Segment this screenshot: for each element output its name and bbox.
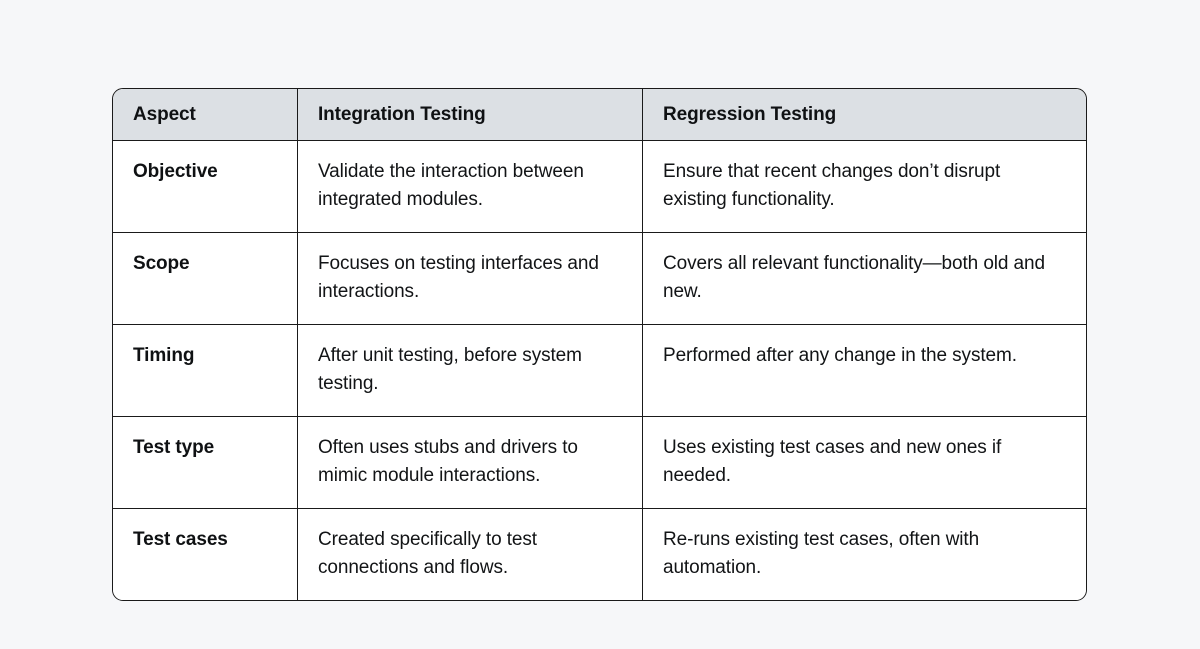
cell-test-type-regression: Uses existing test cases and new ones if… xyxy=(642,417,1086,509)
column-header-regression-testing: Regression Testing xyxy=(642,89,1086,141)
cell-timing-integration: After unit testing, before system testin… xyxy=(297,325,642,417)
cell-test-cases-regression: Re-runs existing test cases, often with … xyxy=(642,509,1086,600)
cell-objective-integration: Validate the interaction between integra… xyxy=(297,141,642,233)
cell-test-type-integration: Often uses stubs and drivers to mimic mo… xyxy=(297,417,642,509)
table-row: Test cases Created specifically to test … xyxy=(113,509,1086,600)
column-header-aspect: Aspect xyxy=(113,89,297,141)
table-row: Scope Focuses on testing interfaces and … xyxy=(113,233,1086,325)
table-row: Objective Validate the interaction betwe… xyxy=(113,141,1086,233)
row-label-scope: Scope xyxy=(113,233,297,325)
cell-timing-regression: Performed after any change in the system… xyxy=(642,325,1086,417)
cell-scope-regression: Covers all relevant functionality—both o… xyxy=(642,233,1086,325)
cell-test-cases-integration: Created specifically to test connections… xyxy=(297,509,642,600)
table-header: Aspect Integration Testing Regression Te… xyxy=(113,89,1086,141)
column-header-integration-testing: Integration Testing xyxy=(297,89,642,141)
row-label-objective: Objective xyxy=(113,141,297,233)
table-header-row: Aspect Integration Testing Regression Te… xyxy=(113,89,1086,141)
row-label-timing: Timing xyxy=(113,325,297,417)
table-body: Objective Validate the interaction betwe… xyxy=(113,141,1086,600)
row-label-test-type: Test type xyxy=(113,417,297,509)
table-row: Test type Often uses stubs and drivers t… xyxy=(113,417,1086,509)
comparison-table: Aspect Integration Testing Regression Te… xyxy=(112,88,1087,601)
cell-objective-regression: Ensure that recent changes don’t disrupt… xyxy=(642,141,1086,233)
row-label-test-cases: Test cases xyxy=(113,509,297,600)
cell-scope-integration: Focuses on testing interfaces and intera… xyxy=(297,233,642,325)
table-row: Timing After unit testing, before system… xyxy=(113,325,1086,417)
